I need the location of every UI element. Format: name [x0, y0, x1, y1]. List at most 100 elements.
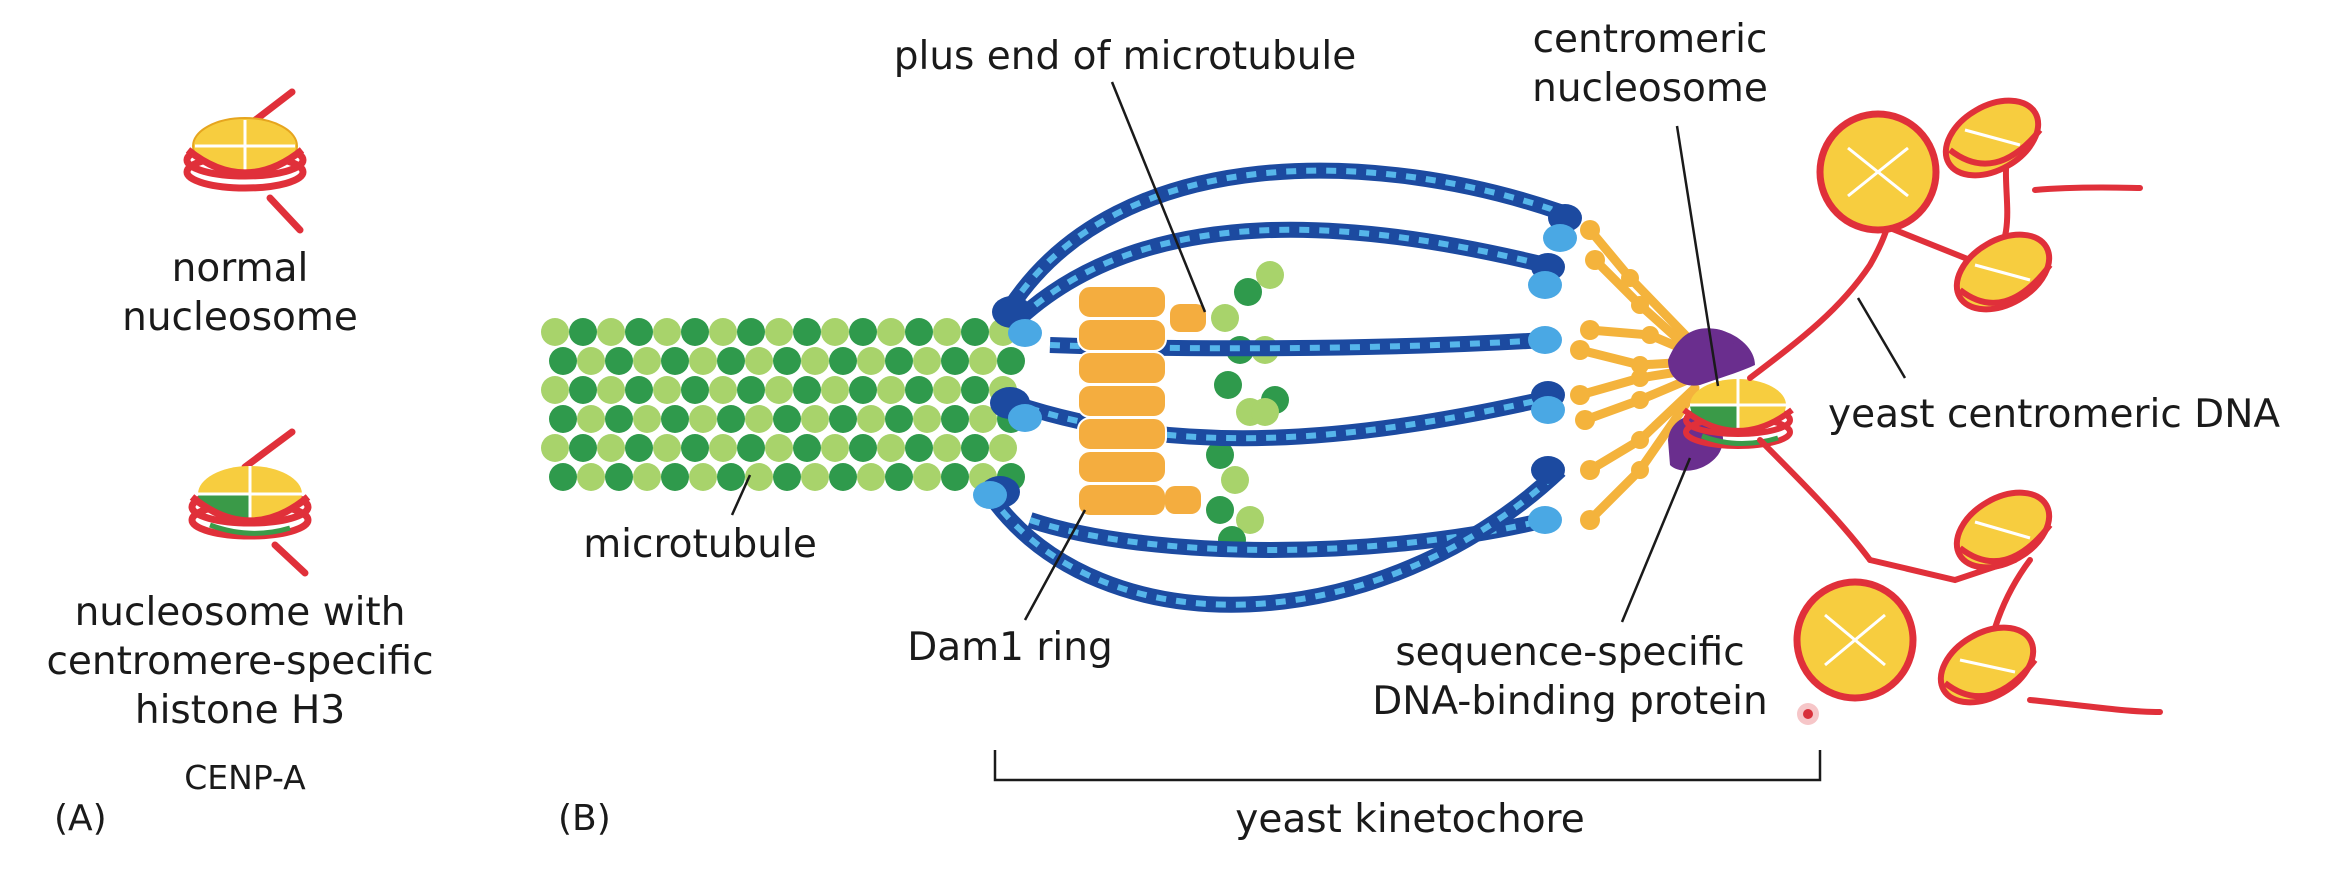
- tubulin-subunit: [717, 463, 745, 491]
- centromeric-nucleosome-label: nucleosome with centromere-specific hist…: [30, 588, 450, 735]
- tubulin-subunit: [745, 347, 773, 375]
- yeast-nucleosome: [1942, 97, 2043, 179]
- tubulin-subunit: [877, 434, 905, 462]
- tubulin-subunit: [605, 405, 633, 433]
- tubulin-subunit: [961, 434, 989, 462]
- label-line: nucleosome with: [74, 590, 406, 635]
- centromeric-nucleosome-a: [188, 428, 312, 577]
- panel-a-label: (A): [54, 798, 107, 839]
- tubulin-subunit: [1206, 441, 1234, 469]
- tubulin-subunit: [681, 434, 709, 462]
- cursor-dot: [1797, 703, 1819, 725]
- tubulin-subunit: [941, 463, 969, 491]
- tubulin-subunit: [829, 405, 857, 433]
- cenp-a-label: CENP-A: [184, 758, 306, 797]
- tubulin-subunit: [905, 434, 933, 462]
- label-line: sequence-specific: [1395, 630, 1745, 675]
- tubulin-subunit: [933, 434, 961, 462]
- tubulin-subunit: [681, 376, 709, 404]
- dam1-subunit: [1077, 285, 1167, 319]
- tubulin-subunit: [541, 376, 569, 404]
- tubulin-subunit: [577, 405, 605, 433]
- tubulin-subunit: [961, 318, 989, 346]
- tubulin-subunit: [737, 376, 765, 404]
- dam1-subunit: [1077, 483, 1167, 517]
- dam1-subunit: [1077, 318, 1167, 352]
- yeast-dna-label: yeast centromeric DNA: [1828, 392, 2281, 437]
- tubulin-subunit: [577, 347, 605, 375]
- tubulin-subunit: [681, 318, 709, 346]
- microtubule: [541, 261, 1289, 554]
- tubulin-subunit: [549, 405, 577, 433]
- tubulin-subunit: [933, 376, 961, 404]
- tubulin-subunit: [661, 347, 689, 375]
- tubulin-subunit: [1251, 398, 1279, 426]
- leader-lines: [730, 81, 1907, 623]
- tubulin-subunit: [793, 434, 821, 462]
- tubulin-subunit: [941, 405, 969, 433]
- tubulin-subunit: [569, 376, 597, 404]
- dam1-subunit: [1077, 417, 1167, 451]
- tubulin-subunit: [709, 376, 737, 404]
- tubulin-subunit: [857, 347, 885, 375]
- tubulin-subunit: [773, 405, 801, 433]
- tubulin-subunit: [597, 434, 625, 462]
- tubulin-subunit: [765, 376, 793, 404]
- tubulin-subunit: [801, 347, 829, 375]
- tubulin-subunit: [737, 434, 765, 462]
- tubulin-subunit: [821, 434, 849, 462]
- label-line: centromere-specific: [46, 639, 434, 684]
- tubulin-subunit: [597, 376, 625, 404]
- dam1-subunit: [1165, 486, 1201, 514]
- tubulin-subunit: [765, 318, 793, 346]
- tubulin-subunit: [605, 463, 633, 491]
- tubulin-subunit: [541, 318, 569, 346]
- tubulin-subunit: [829, 347, 857, 375]
- tubulin-subunit: [689, 463, 717, 491]
- tubulin-subunit: [877, 376, 905, 404]
- kinetochore-label: yeast kinetochore: [1235, 797, 1585, 842]
- dam1-subunit: [1170, 304, 1206, 332]
- plus-end-label: plus end of microtubule: [893, 34, 1357, 79]
- tubulin-subunit: [857, 463, 885, 491]
- tubulin-subunit: [773, 347, 801, 375]
- dam1-ring-label: Dam1 ring: [907, 625, 1113, 670]
- tubulin-subunit: [849, 318, 877, 346]
- centromeric-nucleosome-b: [1682, 379, 1794, 449]
- tubulin-subunit: [625, 376, 653, 404]
- tubulin-subunit: [1221, 466, 1249, 494]
- tubulin-subunit: [625, 318, 653, 346]
- tubulin-subunit: [633, 347, 661, 375]
- yeast-nucleosome: [1953, 231, 2053, 313]
- tubulin-subunit: [717, 347, 745, 375]
- tubulin-subunit: [829, 463, 857, 491]
- tubulin-subunit: [717, 405, 745, 433]
- label-line: nucleosome: [122, 295, 358, 340]
- tubulin-subunit: [801, 405, 829, 433]
- tubulin-subunit: [541, 434, 569, 462]
- tubulin-subunit: [737, 318, 765, 346]
- tubulin-subunit: [885, 463, 913, 491]
- tubulin-subunit: [549, 347, 577, 375]
- tubulin-subunit: [633, 405, 661, 433]
- tubulin-subunit: [653, 434, 681, 462]
- tubulin-subunit: [1211, 304, 1239, 332]
- tubulin-subunit: [877, 318, 905, 346]
- normal-nucleosome-label: normal nucleosome: [108, 244, 372, 342]
- normal-nucleosome: [183, 88, 307, 234]
- tubulin-subunit: [689, 405, 717, 433]
- label-line: DNA-binding protein: [1372, 679, 1768, 724]
- tubulin-subunit: [1256, 261, 1284, 289]
- linker-proteins: [1570, 220, 1700, 530]
- tubulin-subunit: [745, 405, 773, 433]
- dna-binding-protein-label: sequence-specific DNA-binding protein: [1350, 628, 1790, 726]
- tubulin-subunit: [821, 376, 849, 404]
- tubulin-subunit: [689, 347, 717, 375]
- tubulin-subunit: [625, 434, 653, 462]
- label-line: normal: [171, 246, 309, 291]
- tubulin-subunit: [577, 463, 605, 491]
- dam1-subunit: [1077, 351, 1167, 385]
- tubulin-subunit: [597, 318, 625, 346]
- tubulin-subunit: [661, 463, 689, 491]
